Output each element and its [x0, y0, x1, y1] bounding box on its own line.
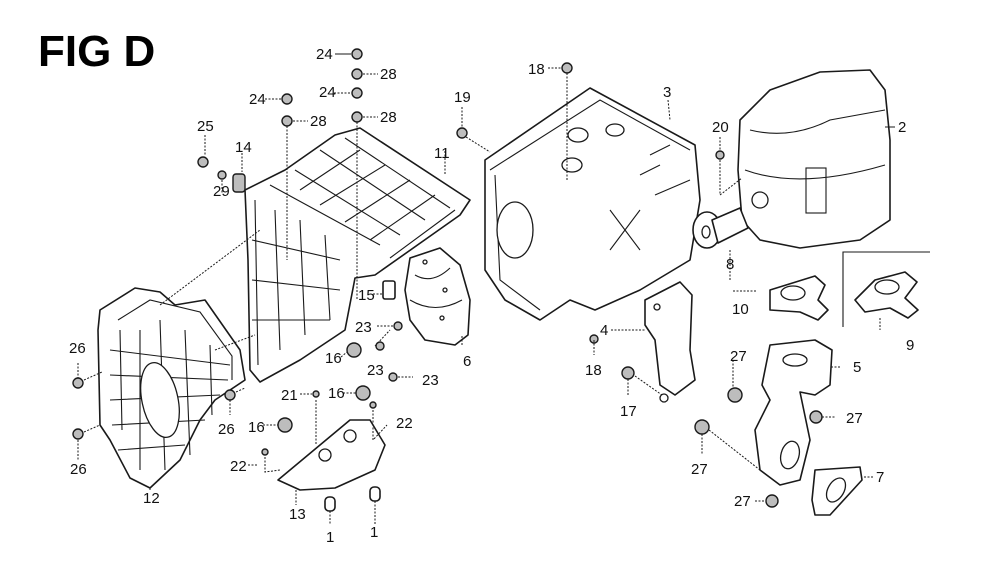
part-7-gasket	[811, 466, 863, 516]
part-5-elbow	[754, 339, 833, 486]
callout-4: 4	[600, 322, 608, 339]
callout-24: 24	[319, 84, 336, 101]
callout-16: 16	[328, 385, 345, 402]
callout-labels: 1 1 2 3 4 5 6 7 8 9 10 11 12 13 14 15 16…	[69, 46, 914, 546]
part-12-shroud	[97, 287, 246, 489]
callout-25: 25	[197, 118, 214, 135]
callout-27: 27	[730, 348, 747, 365]
callout-28: 28	[380, 109, 397, 126]
callout-18: 18	[585, 362, 602, 379]
callout-1: 1	[326, 529, 334, 546]
callout-20: 20	[712, 119, 729, 136]
callout-27: 27	[846, 410, 863, 427]
callout-16: 16	[248, 419, 265, 436]
callout-26: 26	[70, 461, 87, 478]
leader-lines	[77, 53, 895, 525]
callout-22: 22	[396, 415, 413, 432]
callout-5: 5	[853, 359, 861, 376]
callout-3: 3	[663, 84, 671, 101]
callout-1: 1	[370, 524, 378, 541]
figure-title: FIG D	[38, 27, 156, 76]
callout-29: 29	[213, 183, 230, 200]
hardware	[72, 48, 823, 508]
callout-2: 2	[898, 119, 906, 136]
part-6-cup	[404, 247, 471, 346]
callout-17: 17	[620, 403, 637, 420]
callout-14: 14	[235, 139, 252, 156]
part-2-muffler	[737, 69, 891, 249]
callout-18: 18	[528, 61, 545, 78]
callout-16: 16	[325, 350, 342, 367]
callout-23: 23	[422, 372, 439, 389]
part-10-gasket	[769, 275, 829, 321]
callout-6: 6	[463, 353, 471, 370]
callout-23: 23	[355, 319, 372, 336]
callout-23: 23	[367, 362, 384, 379]
part-15-clip	[382, 280, 396, 300]
callout-24: 24	[249, 91, 266, 108]
callout-13: 13	[289, 506, 306, 523]
callout-7: 7	[876, 469, 884, 486]
callout-28: 28	[310, 113, 327, 130]
callout-8: 8	[726, 256, 734, 273]
part-8-pipe	[692, 207, 749, 249]
part-4-bracket	[644, 281, 696, 403]
callout-27: 27	[691, 461, 708, 478]
callout-28: 28	[380, 66, 397, 83]
callout-9: 9	[906, 337, 914, 354]
callout-22: 22	[230, 458, 247, 475]
callout-10: 10	[732, 301, 749, 318]
callout-26: 26	[69, 340, 86, 357]
callout-27: 27	[734, 493, 751, 510]
part-1-feet	[324, 486, 381, 512]
callout-15: 15	[358, 287, 375, 304]
callout-24: 24	[316, 46, 333, 63]
part-9-gasket-box	[842, 251, 930, 327]
callout-21: 21	[281, 387, 298, 404]
callout-12: 12	[143, 490, 160, 507]
callout-19: 19	[454, 89, 471, 106]
part-13-plate	[277, 419, 386, 491]
callout-11: 11	[434, 145, 450, 162]
part-3-protector	[484, 87, 701, 321]
callout-26: 26	[218, 421, 235, 438]
